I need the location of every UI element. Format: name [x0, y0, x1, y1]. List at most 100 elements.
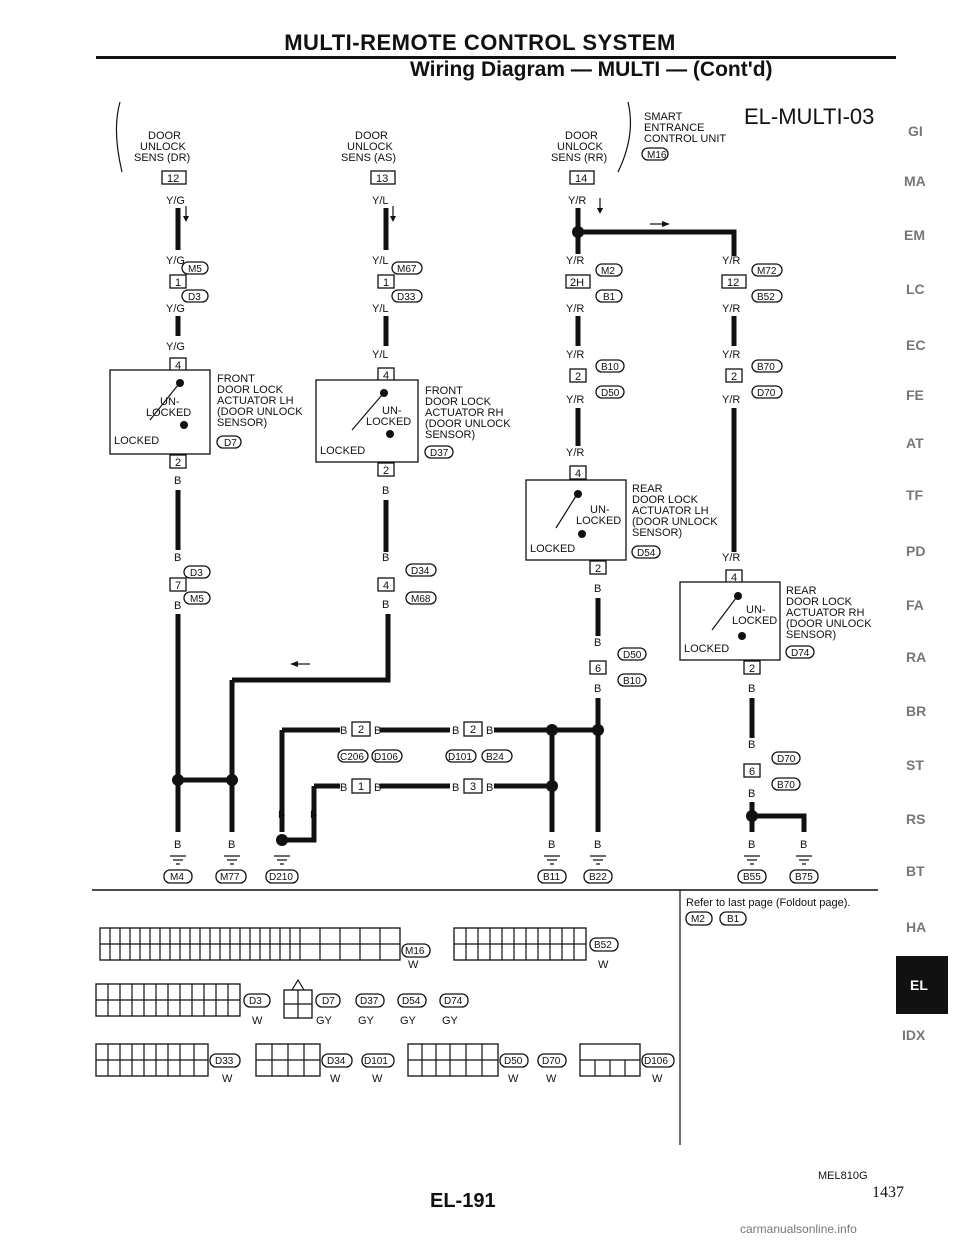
- conn-d7-oval: [216, 435, 242, 449]
- pin-12-rr: 12: [727, 277, 739, 289]
- splice-bus-3: [546, 780, 558, 792]
- tab-pd[interactable]: PD: [906, 543, 925, 559]
- face-d50: D50: [504, 1056, 523, 1067]
- wire-label-b-11: B: [748, 739, 755, 751]
- jc-pin-2-a-box: [351, 721, 371, 737]
- face-d106-oval: [641, 1053, 675, 1068]
- actuator-rr-line-4: (DOOR UNLOCK: [786, 618, 872, 630]
- ground-symbols: [170, 855, 812, 865]
- wire-label-yr-9: Y/R: [722, 349, 740, 361]
- wire-label-yr-3: Y/R: [566, 303, 584, 315]
- tab-at[interactable]: AT: [906, 435, 924, 451]
- actuator-fr-contact: [380, 389, 388, 397]
- tab-st[interactable]: ST: [906, 757, 924, 773]
- wire-label-b-27: B: [748, 839, 755, 851]
- jc-pin-3: 3: [470, 781, 476, 793]
- refer-m2-oval: [685, 911, 713, 926]
- tab-bt[interactable]: BT: [906, 863, 925, 879]
- conn-m5-oval: [181, 261, 209, 275]
- drawing-ref-code: MEL810G: [818, 1170, 868, 1182]
- pin-13: 13: [376, 173, 388, 185]
- tab-br[interactable]: BR: [906, 703, 926, 719]
- conn-m68: M68: [411, 594, 431, 605]
- tab-el-bg[interactable]: [896, 956, 948, 1014]
- tab-ra[interactable]: RA: [906, 649, 926, 665]
- tab-ec[interactable]: EC: [906, 337, 925, 353]
- ground-b75-oval: [789, 869, 819, 884]
- ground-d210-oval: [265, 869, 299, 884]
- actuator-rr-line-5: SENSOR): [786, 629, 836, 641]
- conn-b10-oval: [595, 359, 625, 373]
- conn-d50-b: D50: [623, 650, 642, 661]
- unit-bracket-right: [617, 101, 632, 173]
- face-d34-oval: [321, 1053, 353, 1068]
- wire-label-b-13: B: [340, 725, 347, 737]
- actuator-fr-locked: LOCKED: [366, 416, 411, 428]
- sensor-dr-line-3: SENS (DR): [134, 152, 190, 164]
- arrow-5-head: [290, 661, 298, 667]
- wire-label-b-23: B: [174, 839, 181, 851]
- face-d54-color: GY: [400, 1015, 417, 1027]
- face-d3-oval: [243, 993, 271, 1008]
- tab-fe[interactable]: FE: [906, 387, 924, 403]
- face-d74-oval: [439, 993, 469, 1008]
- face-d106: D106: [644, 1056, 668, 1067]
- conn-m5-b: M5: [190, 594, 204, 605]
- splice-1: [172, 774, 184, 786]
- tab-lc[interactable]: LC: [906, 281, 925, 297]
- face-d101-color: W: [372, 1073, 383, 1085]
- actuator-rr-line-3: ACTUATOR RH: [786, 607, 864, 619]
- tab-gi[interactable]: GI: [908, 123, 923, 139]
- pin-12-box: [161, 170, 187, 185]
- jc-pin-2-b-box: [463, 721, 483, 737]
- tab-el[interactable]: EL: [910, 977, 928, 993]
- pin-7-dr-box: [169, 577, 187, 592]
- actuator-fr-line-1: FRONT: [425, 385, 463, 397]
- tab-em[interactable]: EM: [904, 227, 925, 243]
- actuator-rl-contact-2: [578, 530, 586, 538]
- conn-d74-oval: [785, 645, 815, 659]
- wire-label-b-21: B: [278, 809, 285, 821]
- sensor-rr-line-3: SENS (RR): [551, 152, 607, 164]
- face-d7-color: GY: [316, 1015, 333, 1027]
- conn-b52-oval: [751, 289, 783, 303]
- wire-label-b-1: B: [174, 475, 181, 487]
- pin-6-rl: 6: [595, 663, 601, 675]
- wire-label-b-16: B: [486, 725, 493, 737]
- connector-face-d50: [407, 1043, 499, 1077]
- tab-ma[interactable]: MA: [904, 173, 926, 189]
- tab-tf[interactable]: TF: [906, 487, 924, 503]
- tab-rs[interactable]: RS: [906, 811, 925, 827]
- tab-ha[interactable]: HA: [906, 919, 926, 935]
- actuator-fl-line-2: DOOR LOCK: [217, 384, 284, 396]
- actuator-fr-switch: [351, 394, 383, 431]
- face-b52-color: W: [598, 959, 609, 971]
- scan-page-number: 1437: [872, 1184, 904, 1201]
- smart-unit-line-2: ENTRANCE: [644, 122, 705, 134]
- splice-bus-2: [592, 724, 604, 736]
- wire-label-yr-2: Y/R: [566, 255, 584, 267]
- sidebar-tabs[interactable]: GI MA EM LC EC FE AT TF PD FA RA BR ST R…: [896, 123, 948, 1043]
- jc-pin-1-box: [351, 778, 371, 794]
- tab-fa[interactable]: FA: [906, 597, 924, 613]
- pin-2-rra-box: [743, 660, 761, 675]
- pin-1-as-box: [377, 274, 395, 289]
- wire-label-b-26: B: [594, 839, 601, 851]
- wire-label-yl-3: Y/L: [372, 303, 389, 315]
- conn-m68-oval: [405, 591, 437, 605]
- actuator-rr-contact-2: [738, 632, 746, 640]
- ground-m4-oval: [163, 869, 193, 884]
- wire-label-yl-1: Y/L: [372, 195, 389, 207]
- conn-d3-b: D3: [190, 568, 203, 579]
- actuator-rr-contact: [734, 592, 742, 600]
- pin-2-rl-box: [589, 560, 607, 575]
- pin-2-as: 2: [383, 465, 389, 477]
- tab-idx[interactable]: IDX: [902, 1027, 926, 1043]
- refer-note: Refer to last page (Foldout page).: [686, 897, 850, 909]
- page-number: EL-191: [430, 1190, 496, 1212]
- pin-13-box: [370, 170, 396, 185]
- face-d74-color: GY: [442, 1015, 459, 1027]
- face-d33-color: W: [222, 1073, 233, 1085]
- wire-label-b-2: B: [174, 552, 181, 564]
